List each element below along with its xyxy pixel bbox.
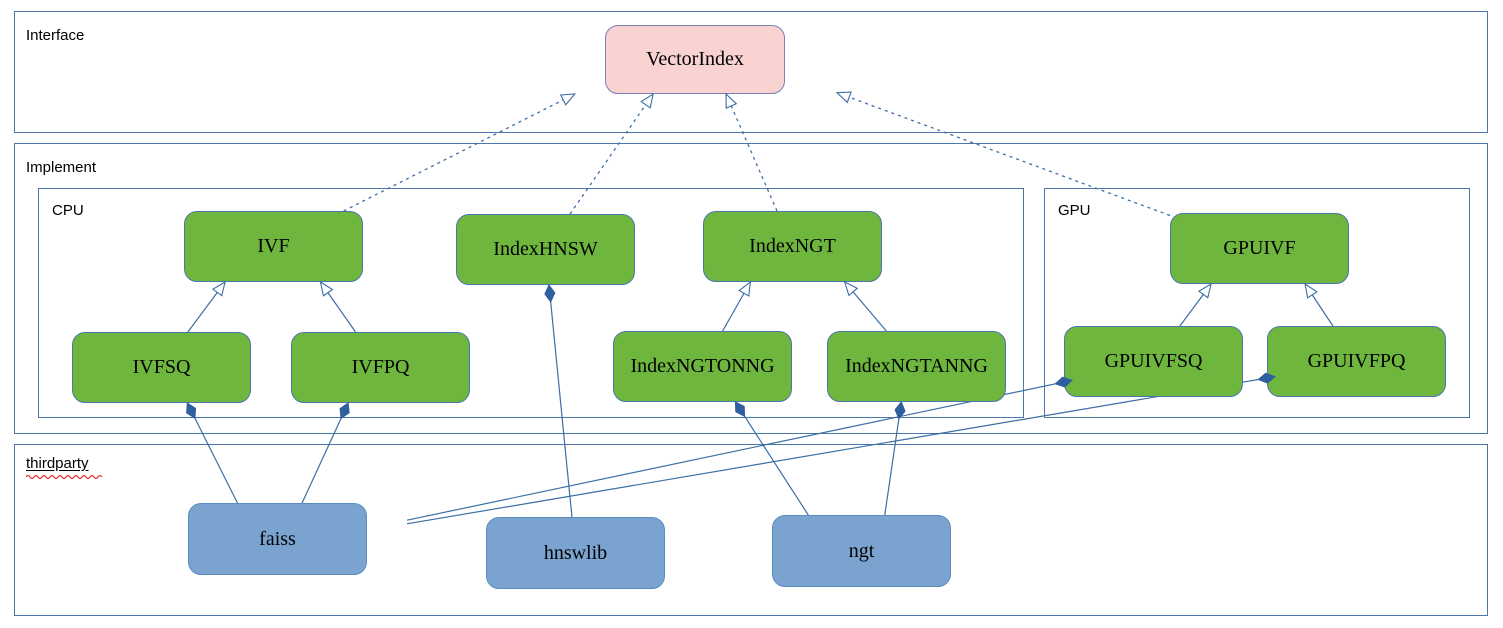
class-node-label: VectorIndex <box>646 48 744 70</box>
class-node-indexngtanng[interactable]: IndexNGTANNG <box>827 331 1006 402</box>
class-node-label: IndexNGT <box>749 235 836 257</box>
class-node-label: GPUIVFPQ <box>1307 350 1406 372</box>
class-node-ivf[interactable]: IVF <box>184 211 363 282</box>
class-node-indexngt[interactable]: IndexNGT <box>703 211 882 282</box>
class-node-gpuivfsq[interactable]: GPUIVFSQ <box>1064 326 1243 397</box>
class-node-label: IVFSQ <box>132 356 191 378</box>
class-node-ngt[interactable]: ngt <box>772 515 951 587</box>
frame-label-thirdparty: thirdparty <box>26 455 89 472</box>
frame-label-cpu: CPU <box>52 202 84 219</box>
class-node-label: faiss <box>259 527 296 550</box>
class-node-gpuivf[interactable]: GPUIVF <box>1170 213 1349 284</box>
class-node-label: GPUIVFSQ <box>1104 350 1203 372</box>
frame-label-interface: Interface <box>26 27 85 44</box>
class-node-label: IndexHNSW <box>493 238 598 260</box>
class-node-label: IndexNGTONNG <box>630 355 775 377</box>
class-node-vectorindex[interactable]: VectorIndex <box>605 25 785 94</box>
frame-label-gpu: GPU <box>1058 202 1091 219</box>
class-node-gpuivfpq[interactable]: GPUIVFPQ <box>1267 326 1446 397</box>
class-node-ivfpq[interactable]: IVFPQ <box>291 332 470 403</box>
class-node-label: hnswlib <box>543 541 608 564</box>
class-node-label: IVFPQ <box>351 356 410 378</box>
class-node-faiss[interactable]: faiss <box>188 503 367 575</box>
class-node-label: IndexNGTANNG <box>845 355 988 377</box>
class-node-label: GPUIVF <box>1223 237 1296 259</box>
class-node-hnswlib[interactable]: hnswlib <box>486 517 665 589</box>
class-node-label: IVF <box>257 235 290 257</box>
frame-label-implement: Implement <box>26 159 97 176</box>
class-node-ivfsq[interactable]: IVFSQ <box>72 332 251 403</box>
class-node-indexhnsw[interactable]: IndexHNSW <box>456 214 635 285</box>
class-node-indexngtonng[interactable]: IndexNGTONNG <box>613 331 792 402</box>
class-node-label: ngt <box>848 539 875 562</box>
